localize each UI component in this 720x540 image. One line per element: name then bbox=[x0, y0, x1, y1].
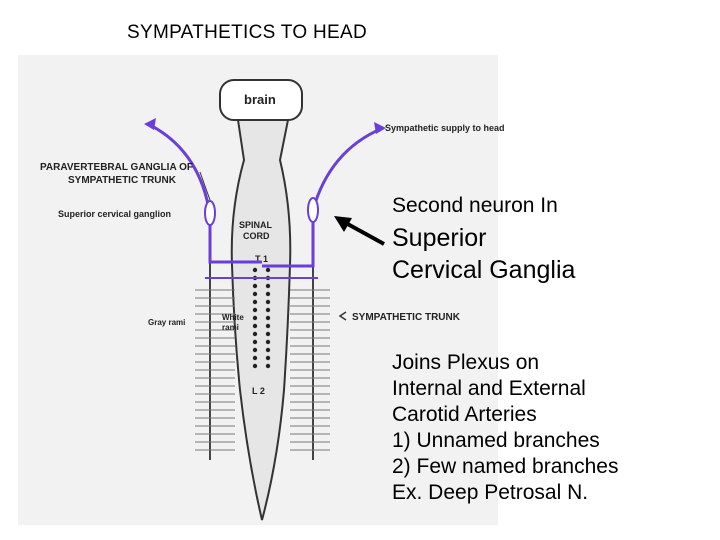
brain-label: brain bbox=[244, 92, 276, 107]
white-rami-label-1: White bbox=[222, 313, 244, 322]
segment-dot bbox=[252, 339, 258, 345]
segment-dot bbox=[265, 315, 271, 321]
description-line: Carotid Arteries bbox=[392, 403, 537, 426]
description-line: Ex. Deep Petrosal N. bbox=[392, 481, 589, 504]
segment-dot bbox=[252, 347, 258, 353]
supply-label: Sympathetic supply to head bbox=[385, 123, 505, 133]
ganglion-arrow-head bbox=[334, 216, 352, 232]
right-superior-ganglion bbox=[307, 197, 319, 223]
superior-ganglia-text: Superior Cervical Ganglia bbox=[392, 222, 575, 286]
segment-dot bbox=[265, 299, 271, 305]
segment-dot bbox=[252, 355, 258, 361]
segment-dot bbox=[252, 323, 258, 329]
cervical-ganglia-text: Cervical Ganglia bbox=[392, 256, 576, 284]
segment-dot bbox=[252, 363, 258, 369]
spinal-label-2: CORD bbox=[243, 231, 270, 241]
right-supply-arrow bbox=[374, 122, 386, 134]
segment-dot bbox=[265, 331, 271, 337]
segment-dot bbox=[252, 307, 258, 313]
left-superior-ganglion bbox=[204, 200, 216, 226]
spinal-label-1: SPINAL bbox=[239, 220, 273, 230]
description-line: 2) Few named branches bbox=[392, 455, 619, 478]
gray-rami-label: Gray rami bbox=[148, 318, 185, 327]
segment-dot bbox=[265, 323, 271, 329]
description-line: 1) Unnamed branches bbox=[392, 429, 600, 452]
segment-dot bbox=[252, 315, 258, 321]
left-supply-arrow bbox=[144, 118, 156, 130]
segment-dot bbox=[252, 267, 258, 273]
description-line: Internal and External bbox=[392, 377, 586, 400]
segment-dot bbox=[265, 307, 271, 313]
superior-ganglion-label: Superior cervical ganglion bbox=[58, 209, 171, 219]
second-neuron-text: Second neuron In bbox=[392, 194, 558, 217]
segment-dot bbox=[265, 283, 271, 289]
white-rami-label-2: rami bbox=[222, 323, 239, 332]
paravertebral-pointer bbox=[199, 171, 211, 201]
segment-dot bbox=[265, 363, 271, 369]
trunk-pointer bbox=[338, 311, 347, 321]
segment-dot bbox=[252, 291, 258, 297]
segment-dot bbox=[252, 299, 258, 305]
rami-lines bbox=[195, 289, 330, 451]
l2-label: L 2 bbox=[252, 386, 265, 396]
superior-text: Superior bbox=[392, 224, 487, 252]
segment-dot bbox=[252, 283, 258, 289]
cord-segments bbox=[252, 267, 271, 369]
sympathetic-trunk-label: SYMPATHETIC TRUNK bbox=[352, 312, 461, 323]
paravertebral-label-1: PARAVERTEBRAL GANGLIA OF bbox=[40, 162, 193, 173]
segment-dot bbox=[265, 347, 271, 353]
segment-dot bbox=[265, 291, 271, 297]
segment-dot bbox=[252, 331, 258, 337]
segment-dot bbox=[265, 339, 271, 345]
t1-label: T 1 bbox=[255, 254, 268, 264]
paravertebral-label-2: SYMPATHETIC TRUNK bbox=[68, 175, 177, 186]
page-title: SYMPATHETICS TO HEAD bbox=[127, 22, 368, 43]
segment-dot bbox=[265, 267, 271, 273]
description-line: Joins Plexus on bbox=[392, 351, 540, 374]
segment-dot bbox=[265, 355, 271, 361]
ganglion-arrow bbox=[343, 220, 385, 246]
